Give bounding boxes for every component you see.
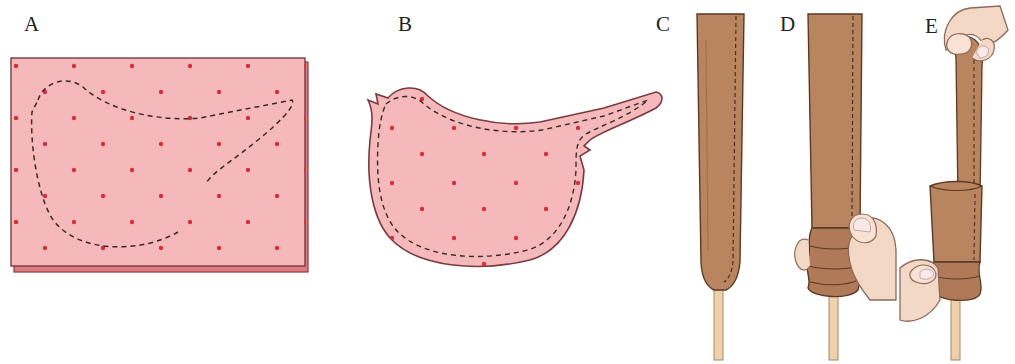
panel-letter: A: [24, 14, 39, 35]
fabric-tube: [697, 14, 744, 360]
turning-tube: [900, 6, 1008, 360]
gathering-tube: [795, 14, 896, 360]
panel-letter: C: [656, 14, 670, 35]
fabric-panel: [11, 58, 308, 272]
panel-letter: D: [780, 14, 795, 35]
bird-cutout: [368, 88, 662, 266]
panel-letter: B: [398, 14, 412, 35]
panel-letter: E: [925, 16, 938, 37]
